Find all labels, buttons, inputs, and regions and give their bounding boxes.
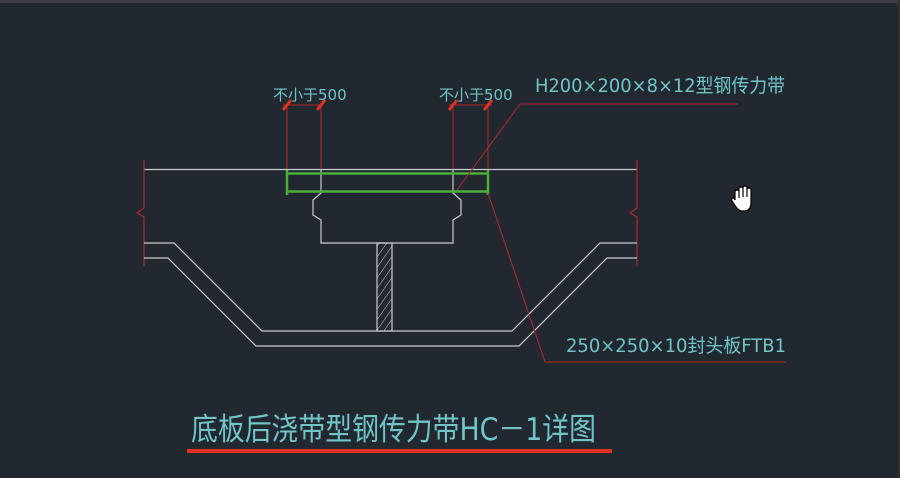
window-top-edge <box>0 0 900 3</box>
trough-inner-line <box>144 242 637 332</box>
end-plate-callout: 250×250×10封头板FTB1 <box>566 335 786 357</box>
title-underline <box>187 449 612 453</box>
dimension-ticks <box>281 99 494 111</box>
dimension-lines <box>283 104 492 169</box>
left-break-line <box>135 160 145 266</box>
steel-band-callout: H200×200×8×12型钢传力带 <box>535 75 785 97</box>
hand-pan-icon <box>731 185 752 212</box>
window-right-edge <box>898 0 900 478</box>
drawing-title: 底板后浇带型钢传力带HC－1详图 <box>191 412 596 448</box>
dimension-label-left: 不小于500 <box>273 86 347 104</box>
right-break-line <box>628 160 638 266</box>
steel-band-leader <box>456 103 738 191</box>
dimension-label-right: 不小于500 <box>439 86 513 104</box>
steel-band <box>285 170 490 195</box>
trough-outer-line <box>144 257 637 347</box>
end-plate-leader <box>487 192 786 363</box>
hatched-wall <box>376 242 393 332</box>
post-pour-joint-outline <box>312 170 462 244</box>
